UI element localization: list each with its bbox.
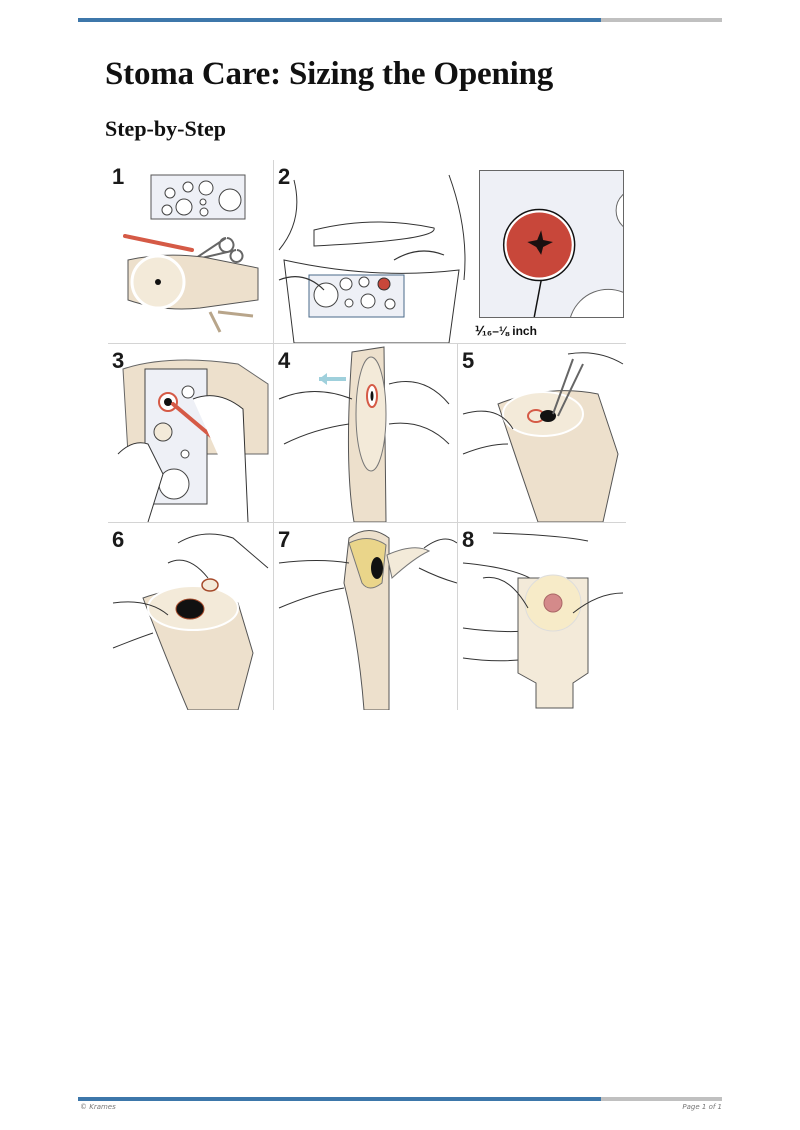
remove-cutout-illustration [112, 533, 269, 710]
header-rule-primary [78, 18, 601, 22]
panel-step-7: 7 [274, 523, 457, 710]
footer-rule-secondary [601, 1097, 722, 1101]
section-heading: Step-by-Step [105, 116, 227, 141]
panel-step-6: 6 [108, 523, 273, 710]
step-number: 4 [278, 348, 291, 373]
header-rule [78, 18, 722, 22]
panel-step-3: 3 [108, 344, 273, 522]
grid-divider [108, 522, 626, 523]
stoma-size-caption: ⅟₁₆–⅛ inch [475, 324, 537, 338]
stoma-closeup-illustration [502, 193, 623, 317]
abdomen-guide-illustration [278, 174, 466, 343]
footer-rule-primary [78, 1097, 601, 1101]
panel-step-2: 2 [274, 160, 478, 343]
step-number: 1 [112, 164, 125, 189]
apply-pouch-illustration [462, 532, 624, 709]
grid-divider [273, 160, 274, 710]
header-rule-secondary [601, 18, 722, 22]
page-number: Page 1 of 1 [682, 1103, 722, 1111]
trace-size-illustration [117, 359, 269, 522]
step-number: 7 [278, 527, 291, 552]
panel-step-5: 5 [458, 344, 626, 522]
peel-backing-illustration [278, 530, 457, 710]
panel-step-4: 4 [274, 344, 457, 522]
panel-step-1: 1 [108, 160, 273, 343]
step-number: 3 [112, 348, 125, 373]
peel-barrier-illustration [278, 346, 450, 522]
step-number: 5 [462, 348, 475, 373]
step-number: 6 [112, 527, 125, 552]
footer-rule [78, 1097, 722, 1101]
copyright-text: © Krames [80, 1103, 116, 1111]
page-title: Stoma Care: Sizing the Opening [105, 56, 554, 92]
grid-divider [457, 343, 458, 710]
step-number: 8 [462, 527, 475, 552]
step-number: 2 [278, 164, 291, 189]
panel-step-8: 8 [458, 523, 626, 710]
supplies-illustration [123, 174, 259, 333]
panel-step-2-inset [479, 170, 624, 318]
grid-divider [108, 343, 626, 344]
step-illustration: 1 2 [108, 160, 626, 710]
cut-opening-illustration [462, 352, 624, 522]
